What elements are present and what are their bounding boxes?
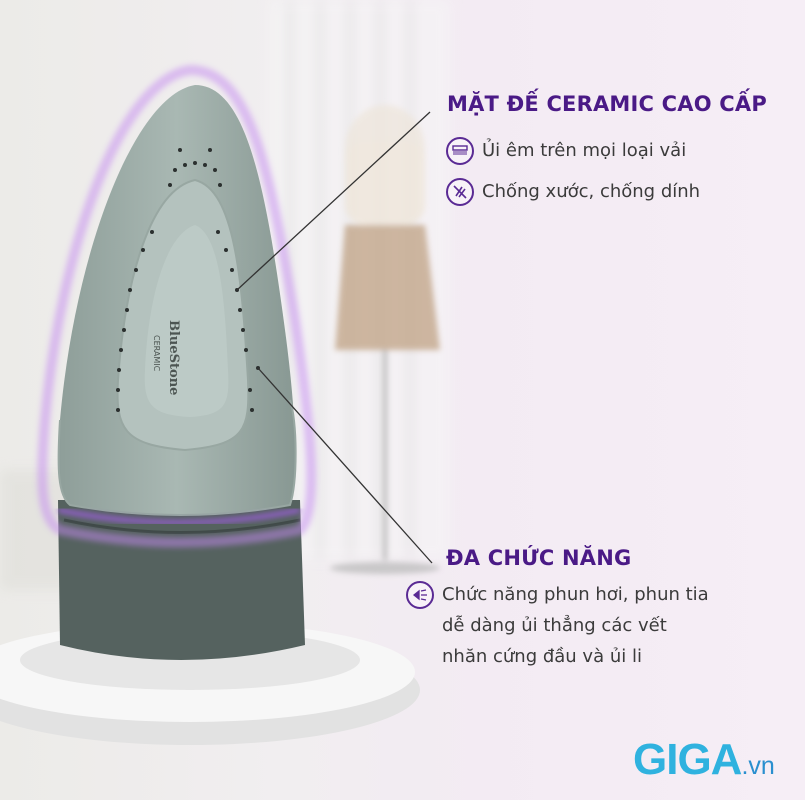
- feature-ceramic-text: Ủi êm trên mọi loại vải: [482, 140, 687, 161]
- feature-ceramic-title: MẶT ĐẾ CERAMIC CAO CẤP: [447, 92, 767, 116]
- steam-holes: [116, 148, 260, 412]
- feature-multifunction-title: ĐA CHỨC NĂNG: [446, 546, 632, 570]
- steam-spray-icon: [406, 581, 434, 609]
- feature-ceramic-text: Chống xước, chống dính: [482, 181, 701, 202]
- iron-brand-sub: CERAMIC: [152, 335, 161, 372]
- feature-multifunction-item: Chức năng phun hơi, phun tia dễ dàng ủi …: [406, 579, 709, 672]
- callout-line-ceramic: [236, 111, 431, 291]
- fabric-layers-icon: [446, 137, 474, 165]
- iron-brand: BlueStone: [166, 320, 181, 395]
- iron: BlueStone CERAMIC: [37, 64, 317, 660]
- giga-logo: GIGA.vn: [633, 735, 775, 784]
- callout-line-multifunction: [257, 367, 433, 564]
- feature-ceramic-item: Ủi êm trên mọi loại vải: [446, 135, 686, 166]
- feature-multifunction-text: Chức năng phun hơi, phun tia dễ dàng ủi …: [442, 584, 709, 667]
- feature-ceramic-item: Chống xước, chống dính: [446, 176, 700, 207]
- scratch-resistant-icon: [446, 178, 474, 206]
- glow-outline: [37, 64, 317, 548]
- mannequin: [330, 105, 440, 574]
